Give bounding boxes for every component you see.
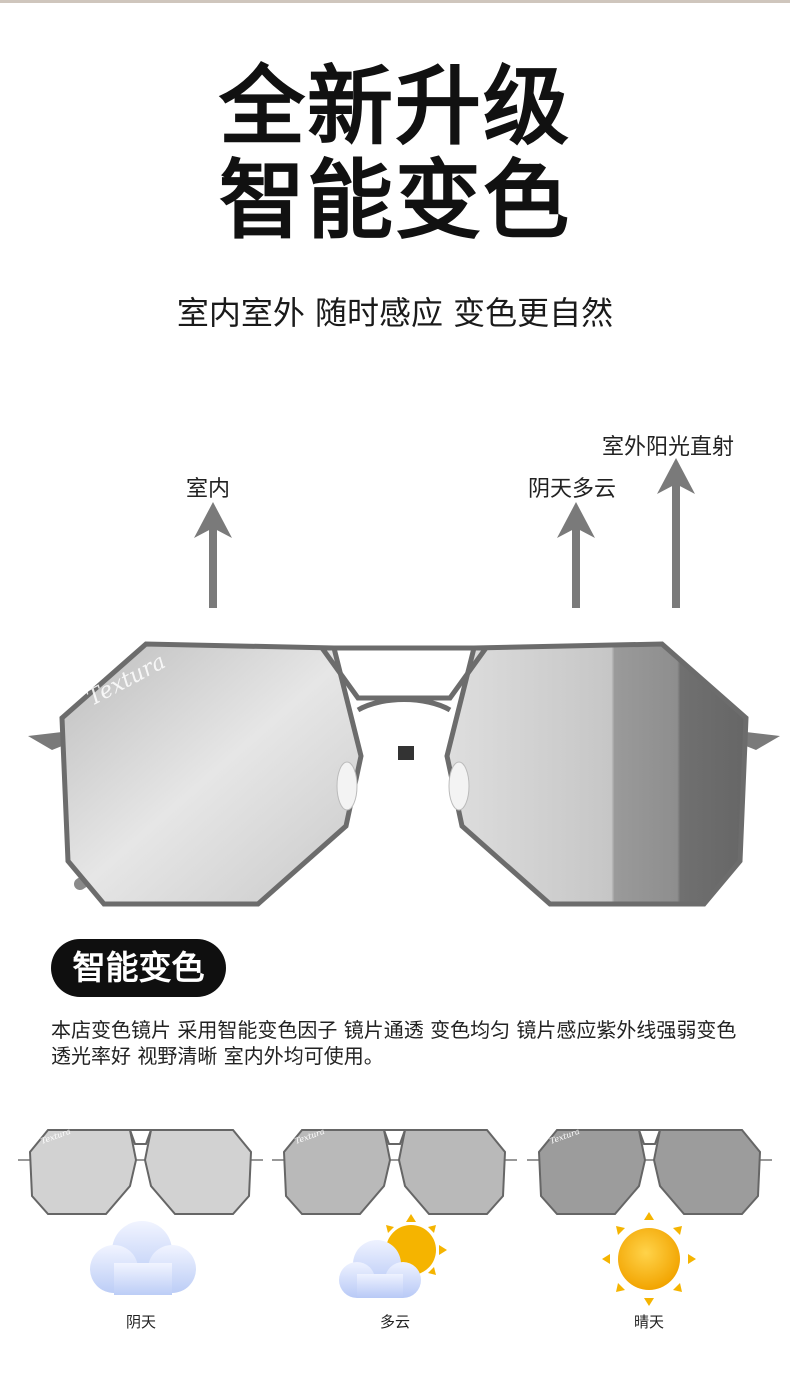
weather-label-cloudy: 多云 — [379, 1313, 410, 1331]
label-sunlight: 室外阳光直射 — [602, 435, 735, 460]
arrow-up-icon — [194, 502, 232, 608]
sun-icon — [602, 1212, 696, 1306]
partly-cloudy-icon — [339, 1214, 447, 1298]
weather-label-sunny: 晴天 — [633, 1313, 664, 1331]
label-indoor: 室内 — [186, 477, 231, 502]
label-cloudy: 阴天多云 — [528, 477, 617, 502]
headline-line-1: 全新升级 — [219, 57, 571, 157]
sunglasses-dark-tint-image: Textura — [527, 1127, 772, 1215]
feature-description: 本店变色镜片 采用智能变色因子 镜片通透 变色均匀 镜片感应紫外线强弱变色 透光… — [51, 1018, 737, 1068]
feature-badge: 智能变色 — [51, 939, 226, 997]
sunglasses-light-tint-image: Textura — [18, 1127, 263, 1215]
weather-label-overcast: 阴天 — [125, 1313, 156, 1331]
arrow-up-icon — [657, 458, 695, 608]
headline-line-2: 智能变色 — [219, 151, 571, 251]
arrow-up-icon — [557, 502, 595, 608]
cloud-icon — [90, 1221, 196, 1295]
sunglasses-medium-tint-image: Textura — [272, 1127, 517, 1215]
subtitle: 室内室外 随时感应 变色更自然 — [176, 294, 614, 332]
top-divider — [0, 0, 790, 3]
sunglasses-hero-image: Textura — [28, 641, 780, 907]
